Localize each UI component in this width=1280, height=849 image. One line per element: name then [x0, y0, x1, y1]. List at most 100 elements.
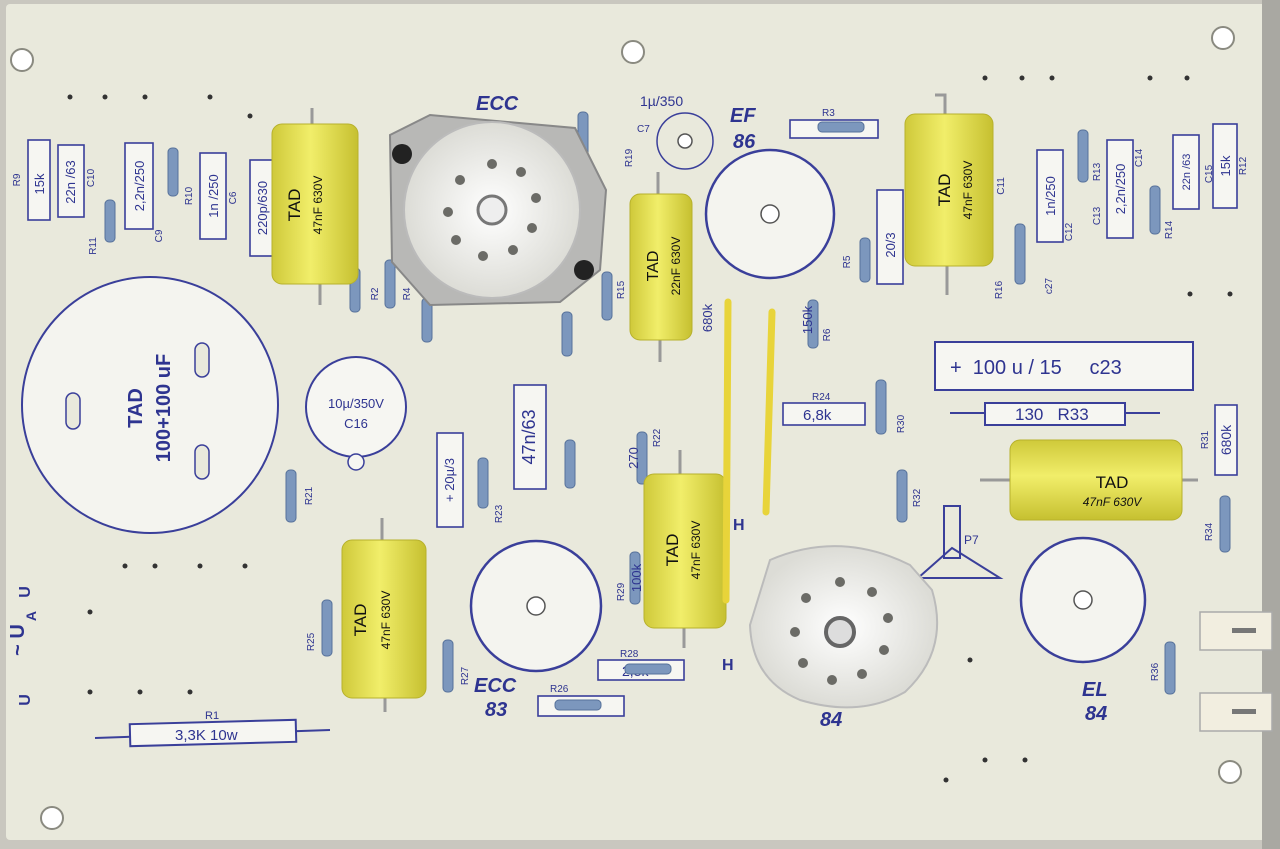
svg-text:C11: C11	[996, 177, 1007, 195]
svg-text:R6: R6	[822, 328, 833, 341]
svg-text:1n/250: 1n/250	[1043, 176, 1058, 216]
svg-text:47nF 630V: 47nF 630V	[311, 176, 325, 235]
svg-text:R3: R3	[822, 108, 835, 119]
svg-text:R13: R13	[1092, 162, 1103, 181]
capacitor-tad-5: TAD 47nF 630V	[643, 450, 727, 648]
svg-text:+ 100 u / 15 c23: + 100 u / 15 c23	[950, 357, 1122, 379]
h-mark-2: H	[722, 657, 734, 674]
capacitor-c16-outline: 10µ/350V C16	[305, 356, 407, 471]
svg-text:R15: R15	[616, 280, 627, 299]
svg-text:47nF 630V: 47nF 630V	[1083, 495, 1142, 509]
svg-text:R32: R32	[912, 488, 923, 507]
svg-text:R11: R11	[88, 237, 99, 255]
svg-text:C7: C7	[637, 124, 650, 135]
svg-text:R21: R21	[304, 486, 315, 505]
svg-text:270: 270	[626, 447, 641, 469]
svg-text:47nF 630V: 47nF 630V	[961, 161, 975, 220]
svg-text:22n /63: 22n /63	[63, 160, 78, 203]
svg-text:R16: R16	[994, 280, 1005, 299]
svg-text:1µ/350: 1µ/350	[640, 93, 683, 109]
svg-text:R2: R2	[370, 287, 381, 300]
trimmer-p7	[917, 505, 1004, 579]
svg-text:R1: R1	[205, 710, 219, 722]
svg-text:2,2n/250: 2,2n/250	[1113, 164, 1128, 215]
svg-text:R36: R36	[1150, 662, 1161, 681]
svg-text:TAD: TAD	[285, 189, 304, 222]
svg-text:130 R33: 130 R33	[1015, 405, 1089, 424]
svg-text:A: A	[23, 611, 39, 621]
svg-text:15k: 15k	[1218, 155, 1233, 176]
svg-text:TAD: TAD	[645, 251, 662, 282]
label-83: 83	[485, 699, 507, 721]
mounting-holes	[10, 26, 1242, 830]
socket-outline-ecc83	[469, 539, 603, 673]
svg-text:220p/630: 220p/630	[255, 181, 270, 235]
capacitor-tad-6: TAD 47nF 630V	[980, 439, 1198, 521]
svg-text:47nF 630V: 47nF 630V	[689, 521, 703, 580]
svg-text:2,2n/250: 2,2n/250	[132, 161, 147, 212]
svg-text:C6: C6	[228, 191, 239, 204]
svg-text:R12: R12	[1238, 156, 1249, 175]
label-86: 86	[733, 131, 756, 153]
capacitor-c23-outline: + 100 u / 15 c23	[934, 341, 1194, 391]
tad-big-label: TAD	[125, 388, 147, 428]
svg-text:R25: R25	[306, 632, 317, 651]
svg-text:R29: R29	[616, 582, 627, 601]
label-ef: EF	[730, 105, 756, 127]
svg-text:R23: R23	[494, 504, 505, 523]
solder-pads	[67, 75, 1233, 783]
svg-text:R28: R28	[620, 649, 639, 660]
svg-text:+ 20µ/3: + 20µ/3	[442, 458, 457, 502]
axial-resistors	[104, 111, 1231, 711]
svg-text:R27: R27	[460, 666, 471, 685]
svg-text:C14: C14	[1134, 148, 1145, 167]
svg-text:R19: R19	[624, 148, 635, 167]
svg-text:c27: c27	[1044, 278, 1055, 295]
connector-blocks	[1199, 611, 1273, 732]
svg-text:U: U	[17, 586, 34, 598]
resistor-r33: 130 R33	[950, 402, 1160, 426]
svg-text:R31: R31	[1200, 430, 1211, 449]
svg-text:R26: R26	[550, 684, 569, 695]
label-84-center: 84	[820, 709, 842, 731]
svg-text:TAD: TAD	[351, 604, 370, 637]
resistor-r1: 3,3K 10w R1	[94, 710, 331, 748]
svg-text:100k: 100k	[629, 563, 644, 592]
tad-big-value: 100+100 uF	[153, 354, 175, 462]
svg-text:1n /250: 1n /250	[206, 174, 221, 217]
svg-text:R9: R9	[12, 173, 23, 186]
svg-text:R34: R34	[1204, 522, 1215, 541]
socket-outline-ef86	[704, 148, 836, 280]
svg-text:6,8k: 6,8k	[803, 407, 832, 424]
h-mark-1: H	[733, 517, 745, 534]
capacitor-tad-1: TAD 47nF 630V	[271, 108, 359, 305]
svg-text:C15: C15	[1204, 164, 1215, 183]
svg-text:U: U	[17, 694, 34, 706]
svg-text:~ U: ~ U	[7, 624, 29, 656]
svg-text:TAD: TAD	[935, 174, 954, 207]
svg-text:R22: R22	[652, 428, 663, 447]
svg-text:R30: R30	[896, 414, 907, 433]
label-84-right: 84	[1085, 703, 1107, 725]
socket-outline-el84	[1019, 536, 1147, 664]
svg-text:47nF 630V: 47nF 630V	[379, 591, 393, 650]
svg-text:C12: C12	[1064, 222, 1075, 241]
svg-text:TAD: TAD	[1096, 473, 1129, 492]
resistor-r31: 680k R31	[1200, 404, 1238, 476]
svg-text:C13: C13	[1092, 206, 1103, 225]
capacitor-tad-4: TAD 47nF 630V	[341, 518, 427, 712]
tube-socket-84	[748, 545, 939, 709]
svg-text:680k: 680k	[1218, 424, 1234, 455]
svg-text:R4: R4	[402, 287, 413, 300]
svg-text:47n/63: 47n/63	[519, 409, 539, 464]
svg-text:15k: 15k	[32, 173, 47, 194]
capacitor-tad-3: TAD 47nF 630V	[904, 93, 994, 295]
svg-text:C9: C9	[154, 229, 165, 242]
ua-markings: U ~ U A U	[7, 586, 39, 706]
svg-text:R5: R5	[842, 255, 853, 268]
heater-wires	[722, 298, 776, 604]
svg-text:10µ/350V: 10µ/350V	[328, 396, 384, 411]
svg-text:C16: C16	[344, 416, 368, 431]
svg-text:20/3: 20/3	[883, 232, 898, 257]
